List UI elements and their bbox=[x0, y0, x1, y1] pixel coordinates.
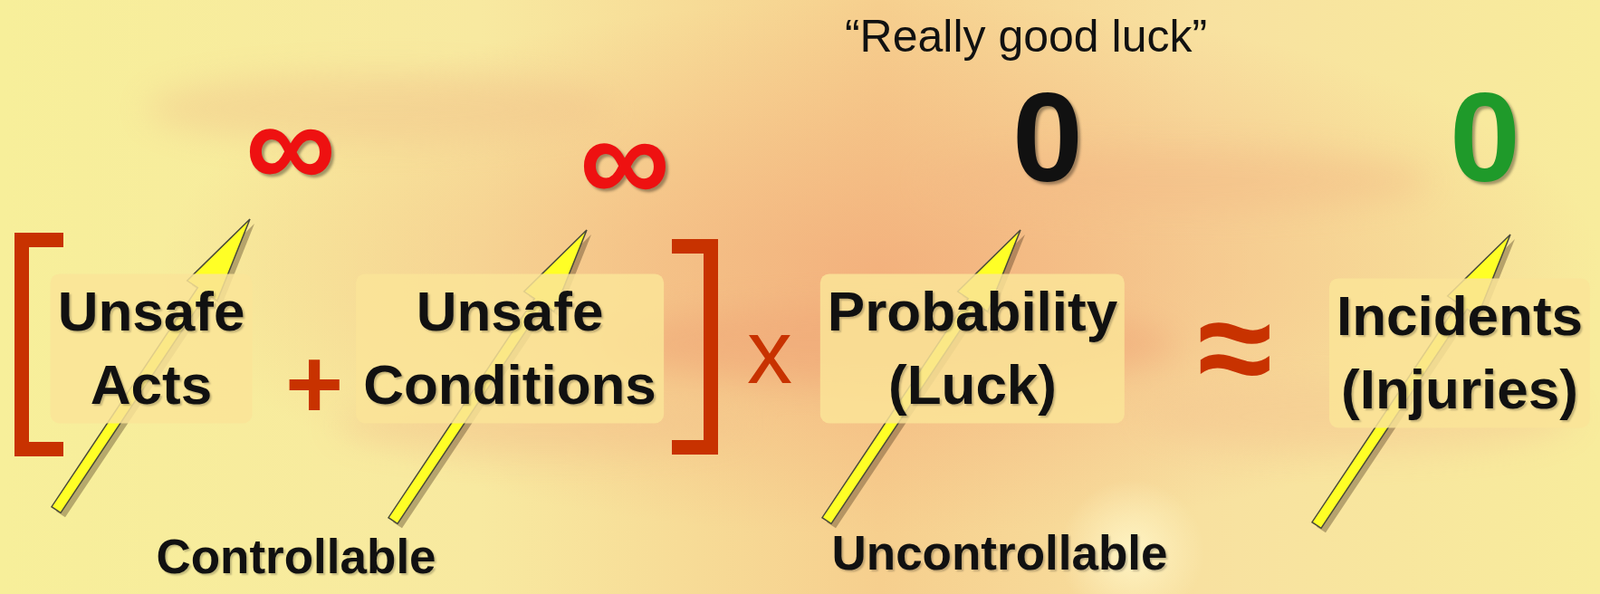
infinity-value: ∞ bbox=[579, 95, 671, 223]
control-label-holder: Uncontrollable bbox=[831, 528, 1168, 577]
zero-value: 0 bbox=[1012, 74, 1083, 202]
term-label-holder: Unsafe Conditions bbox=[355, 273, 664, 423]
operator-symbol-holder: ≈ bbox=[1197, 278, 1273, 415]
operator-symbol: + bbox=[285, 334, 344, 434]
quote-label-holder: “Really good luck” bbox=[844, 13, 1208, 59]
zero-value-holder: 0 bbox=[1012, 74, 1083, 202]
operator-symbol-holder: x bbox=[747, 306, 793, 397]
operator-symbol-holder: + bbox=[285, 334, 344, 434]
right-bracket bbox=[671, 246, 711, 448]
control-label: Uncontrollable bbox=[831, 528, 1168, 577]
operator-symbol: x bbox=[747, 306, 793, 397]
infinity-value: ∞ bbox=[245, 81, 336, 209]
arrow-group bbox=[51, 219, 1515, 533]
term-label: Unsafe Acts bbox=[50, 273, 253, 423]
infinity-value-holder: ∞ bbox=[245, 81, 336, 209]
term-label-holder: Incidents (Injuries) bbox=[1329, 277, 1591, 428]
term-label: Unsafe Conditions bbox=[355, 273, 664, 423]
zero-value-holder: 0 bbox=[1449, 74, 1521, 202]
operator-symbol: ≈ bbox=[1197, 278, 1273, 415]
term-label: Probability (Luck) bbox=[820, 273, 1125, 423]
infinity-value-holder: ∞ bbox=[579, 95, 671, 223]
cloud bbox=[144, 72, 616, 145]
term-label-holder: Unsafe Acts bbox=[50, 273, 253, 423]
zero-value: 0 bbox=[1449, 74, 1521, 202]
cloud bbox=[923, 149, 1431, 213]
quote-label: “Really good luck” bbox=[844, 13, 1208, 59]
term-label: Incidents (Injuries) bbox=[1329, 277, 1591, 428]
control-label: Controllable bbox=[155, 532, 436, 581]
control-label-holder: Controllable bbox=[155, 532, 436, 581]
term-label-holder: Probability (Luck) bbox=[820, 273, 1125, 423]
